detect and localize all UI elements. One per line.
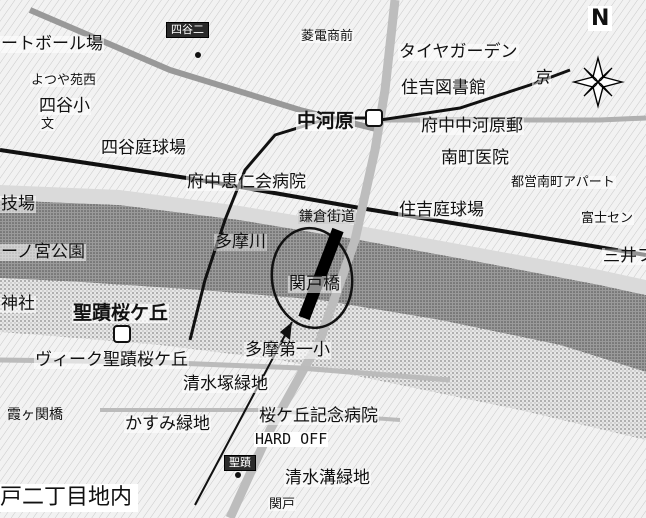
label-sumiyoshi-court[interactable]: 住吉庭球場 <box>398 200 485 220</box>
label-kasumigaseki-bridge[interactable]: 霞ヶ関橋 <box>6 407 64 423</box>
kamakura-road <box>225 0 400 518</box>
label-seiseki[interactable]: 聖蹟桜ケ丘 <box>72 302 170 324</box>
bridge-bar[interactable] <box>298 227 344 321</box>
label-sakura-hospital[interactable]: 桜ケ丘記念病院 <box>258 406 379 426</box>
label-shimizu-green2[interactable]: 清水溝緑地 <box>284 468 371 488</box>
label-mitsui[interactable]: 三井フ <box>602 248 646 265</box>
place-dot <box>235 472 241 478</box>
north-indicator: N <box>588 6 613 31</box>
label-yotsuya-elem[interactable]: 四谷小 <box>38 96 91 116</box>
place-dot <box>195 52 201 58</box>
label-minamicho-clinic[interactable]: 南町医院 <box>440 148 510 168</box>
label-apartment[interactable]: 都営南町アパート <box>510 175 616 190</box>
seiseki-station-icon[interactable] <box>113 325 131 343</box>
label-left-field[interactable]: 技場 <box>0 194 36 214</box>
yotsuya-station-sign[interactable]: 四谷二 <box>166 22 209 39</box>
label-nakagawara[interactable]: 中河原 <box>296 110 356 132</box>
label-library[interactable]: 住吉図書館 <box>400 78 487 98</box>
location-callout-text: 戸二丁目地内 <box>0 484 139 513</box>
label-kasumi-green[interactable]: かすみ緑地 <box>124 414 211 434</box>
label-tama-river[interactable]: 多摩川 <box>214 232 267 252</box>
label-ryoden[interactable]: 菱電商前 <box>300 29 355 44</box>
label-keio: 京 <box>532 68 551 88</box>
label-tomitsu[interactable]: 富士セン <box>580 211 635 226</box>
bridge-circle <box>270 226 354 330</box>
label-yotsuya-baseball[interactable]: 四谷庭球場 <box>100 138 187 158</box>
label-ichinomiya-park[interactable]: ーノ宮公園 <box>0 242 86 262</box>
shoseki-station-sign[interactable]: 聖蹟 <box>224 455 256 472</box>
riverbank-north <box>0 185 646 295</box>
label-shimizu-green[interactable]: 清水塚緑地 <box>182 374 269 394</box>
label-vilk[interactable]: ヴィーク聖蹟桜ケ丘 <box>34 350 189 370</box>
label-tama-elem[interactable]: 多摩第一小 <box>244 340 331 360</box>
label-school-symbol: 文 <box>40 117 56 132</box>
callout-arrowhead <box>280 322 292 340</box>
label-sekido-area[interactable]: 関戸 <box>268 497 297 512</box>
compass-icon <box>571 55 625 109</box>
label-tire-garden[interactable]: タイヤガーデン <box>398 42 519 62</box>
label-court-ball[interactable]: ートボール場 <box>0 34 104 54</box>
label-fuchu-post[interactable]: 府中中河原郵 <box>420 116 524 136</box>
label-left-shrine[interactable]: 神社 <box>0 294 36 314</box>
label-yotsuya-west[interactable]: よつや苑西 <box>30 73 98 88</box>
label-hard-off[interactable]: HARD OFF <box>254 430 329 448</box>
nakagawara-station-icon[interactable] <box>365 109 383 127</box>
label-fuchu-hospital[interactable]: 府中恵仁会病院 <box>186 172 307 192</box>
label-kamakura-road[interactable]: 鎌倉街道 <box>298 209 356 225</box>
label-kanto-bridge[interactable]: 関戸橋 <box>288 274 341 294</box>
